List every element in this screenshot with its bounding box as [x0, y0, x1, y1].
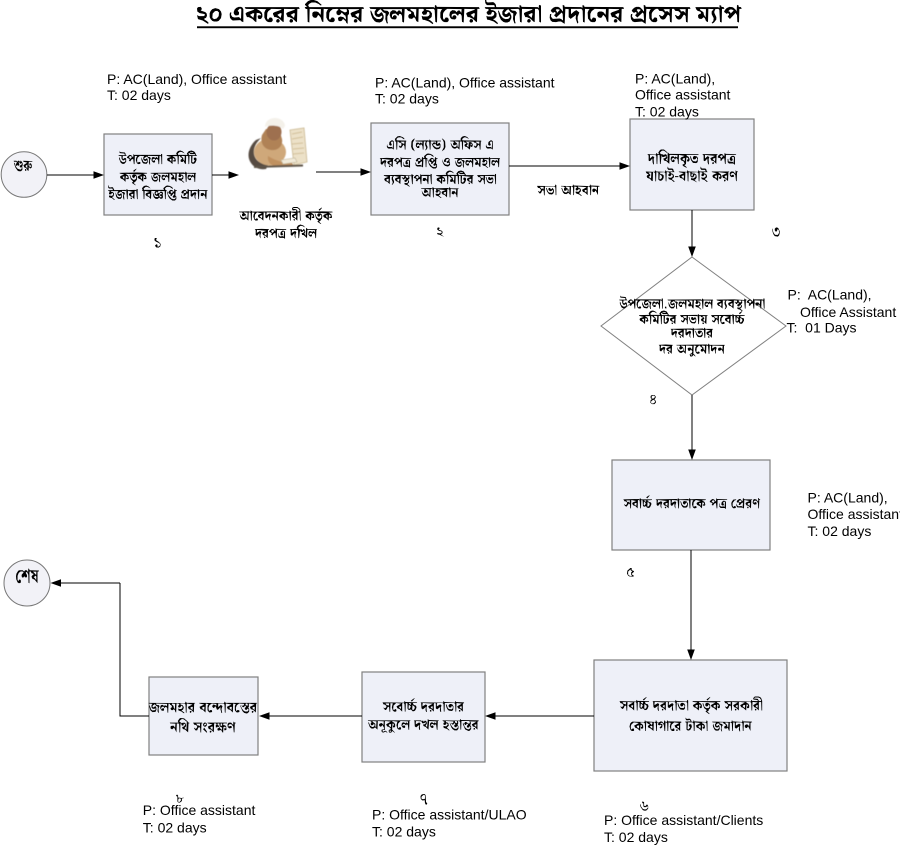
svg-text:Office Assistant: Office Assistant — [800, 304, 896, 320]
svg-text:P: AC(Land),: P: AC(Land), — [808, 490, 888, 506]
svg-text:T: 02 days: T: 02 days — [143, 820, 207, 836]
svg-text:P: AC(Land),: P: AC(Land), — [788, 287, 872, 303]
svg-text:Office assistant: Office assistant — [808, 506, 900, 522]
svg-text:T: 02 days: T: 02 days — [604, 829, 668, 845]
svg-text:T: 02 days: T: 02 days — [375, 91, 439, 107]
svg-text:P: Office assistant/ULAO: P: Office assistant/ULAO — [372, 807, 527, 823]
svg-text:T: 02 days: T: 02 days — [808, 523, 872, 539]
svg-text:P: AC(Land),: P: AC(Land), — [635, 71, 715, 87]
svg-text:P: Office assistant/Clients: P: Office assistant/Clients — [604, 812, 763, 828]
svg-text:Office assistant: Office assistant — [635, 87, 731, 103]
svg-text:T: 02 days: T: 02 days — [635, 104, 699, 120]
svg-text:T: 01 Days: T: 01 Days — [787, 320, 857, 336]
svg-text:P: Office assistant: P: Office assistant — [143, 802, 256, 818]
svg-text:P: AC(Land), Office assistant: P: AC(Land), Office assistant — [375, 75, 555, 91]
svg-text:P: AC(Land), Office assistant: P: AC(Land), Office assistant — [107, 71, 287, 87]
svg-text:T: 02 days: T: 02 days — [372, 824, 436, 840]
svg-text:T: 02 days: T: 02 days — [107, 87, 171, 103]
